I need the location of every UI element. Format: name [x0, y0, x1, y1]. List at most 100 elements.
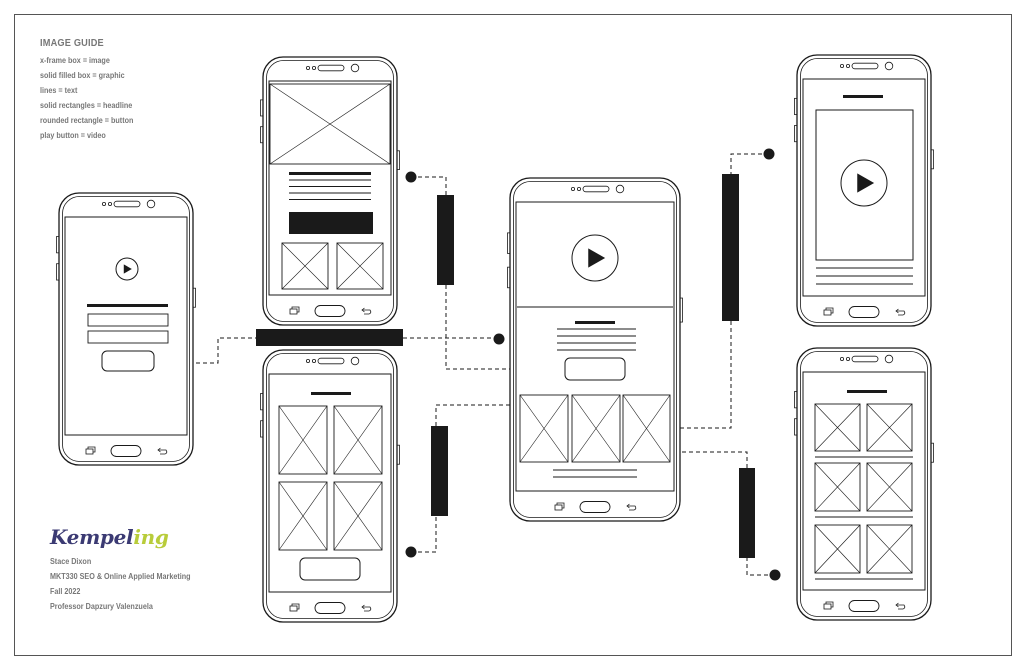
- image-placeholder: [336, 242, 384, 290]
- connector-bar-vertical: [431, 426, 448, 516]
- sensor-dot: [311, 66, 316, 71]
- kempeling-logo: Kempeling: [50, 525, 169, 549]
- speaker-grill: [851, 62, 879, 70]
- back-arrow-icon: [361, 604, 372, 612]
- text-lines: [553, 469, 637, 478]
- image-placeholder: [814, 462, 861, 512]
- image-placeholder: [333, 481, 383, 551]
- connector-bar-vertical: [437, 195, 454, 285]
- recent-apps-icon: [289, 306, 300, 315]
- term: Fall 2022: [50, 587, 81, 596]
- volume-button: [794, 391, 798, 409]
- volume-button: [260, 99, 264, 117]
- recent-apps-icon: [85, 446, 96, 455]
- graphic-box: [289, 212, 373, 234]
- text-lines: [557, 328, 636, 351]
- sensor-dot: [846, 64, 851, 69]
- sensor-dot: [577, 186, 582, 191]
- headline-bar: [289, 172, 371, 175]
- text-lines: [816, 267, 913, 285]
- back-arrow-icon: [626, 503, 637, 511]
- image-placeholder: [278, 481, 328, 551]
- sensor-dot: [840, 356, 845, 361]
- connector-dot: [493, 333, 505, 345]
- recent-apps-icon: [289, 603, 300, 612]
- phone-inner-rim: [266, 353, 394, 619]
- connector-dot: [405, 171, 417, 183]
- phone-login-screen: [56, 192, 196, 466]
- headline-bar: [311, 392, 351, 395]
- image-guide: IMAGE GUIDE x-frame box = image solid fi…: [40, 38, 144, 143]
- back-arrow-icon: [361, 307, 372, 315]
- connector-dot: [763, 148, 775, 160]
- guide-line-graphic: solid filled box = graphic: [40, 71, 125, 80]
- sensor-dot: [305, 358, 310, 363]
- image-placeholder: [519, 394, 569, 463]
- power-button: [396, 150, 400, 170]
- phone-gallery-screen: [260, 349, 400, 623]
- button-shape: [299, 557, 361, 581]
- play-button-icon: [840, 159, 888, 207]
- volume-button: [507, 266, 511, 289]
- power-button: [396, 444, 400, 465]
- professor-name: Professor Dapzury Valenzuela: [50, 602, 153, 611]
- volume-button: [260, 393, 264, 411]
- phone-inner-rim: [800, 351, 928, 617]
- play-button-icon: [571, 234, 619, 282]
- front-camera: [146, 199, 156, 209]
- flow-line: [411, 176, 447, 195]
- image-placeholder: [278, 405, 328, 475]
- front-camera: [884, 61, 894, 71]
- guide-line-text: lines = text: [40, 86, 78, 95]
- recent-apps-icon: [823, 307, 834, 316]
- connector-bar-vertical: [739, 468, 755, 558]
- flow-connectors: [154, 153, 775, 576]
- phone-screen: [515, 201, 675, 492]
- power-button: [930, 149, 934, 170]
- video-frame: [815, 109, 914, 261]
- flow-line: [411, 516, 437, 553]
- back-arrow-icon: [157, 447, 168, 455]
- phone-video-screen: [794, 54, 934, 327]
- sensor-dot: [311, 358, 316, 363]
- recent-apps-icon: [554, 502, 565, 511]
- volume-button: [794, 97, 798, 116]
- flow-line: [746, 558, 775, 576]
- sensor-dot: [108, 201, 113, 206]
- recent-apps-icon: [823, 601, 834, 610]
- home-button: [110, 445, 142, 457]
- power-button: [930, 442, 934, 463]
- volume-button: [507, 232, 511, 254]
- home-button: [848, 306, 880, 318]
- image-placeholder: [571, 394, 621, 463]
- power-button: [192, 287, 196, 308]
- sensor-dot: [102, 201, 107, 206]
- connector-bar-vertical: [722, 174, 739, 321]
- speaker-grill: [851, 355, 879, 363]
- power-button: [679, 297, 683, 323]
- guide-line-video: play button = video: [40, 131, 106, 140]
- phone-screen: [268, 80, 392, 296]
- image-placeholder: [814, 524, 861, 574]
- home-button: [314, 305, 346, 317]
- volume-button: [794, 418, 798, 436]
- back-arrow-icon: [895, 308, 906, 316]
- sensor-dot: [305, 66, 310, 71]
- image-placeholder: [281, 242, 329, 290]
- volume-button: [794, 125, 798, 143]
- phone-inner-rim: [800, 58, 928, 323]
- home-button: [848, 600, 880, 612]
- headline-bar: [847, 390, 887, 393]
- guide-line-image: x-frame box = image: [40, 56, 110, 65]
- phone-inner-rim: [513, 181, 677, 518]
- phone-home-screen: [507, 177, 683, 522]
- sensor-dot: [571, 186, 576, 191]
- volume-button: [260, 126, 264, 144]
- brand-block: Kempeling Stace Dixon MKT330 SEO & Onlin…: [50, 524, 206, 614]
- volume-button: [260, 420, 264, 438]
- image-placeholder: [866, 462, 913, 512]
- home-button: [314, 602, 346, 614]
- headline-bar: [843, 95, 883, 98]
- sensor-dot: [840, 64, 845, 69]
- volume-button: [56, 263, 60, 281]
